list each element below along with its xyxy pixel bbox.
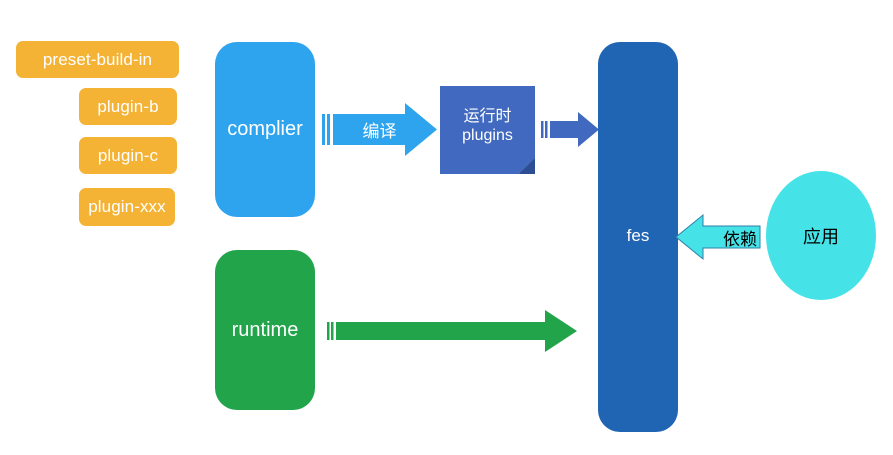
node-fes[interactable]: fes <box>598 42 678 432</box>
node-runtime-plugins-label-en: plugins <box>462 127 513 144</box>
node-runtime[interactable]: runtime <box>215 250 315 410</box>
node-app[interactable]: 应用 <box>766 171 876 300</box>
plugin-chip-plugin-c[interactable]: plugin-c <box>79 137 177 174</box>
plugin-chip-plugin-xxx[interactable]: plugin-xxx <box>79 188 175 226</box>
node-runtime-plugins-body: 运行时 plugins <box>440 86 535 174</box>
arrow-depends: 依赖 <box>675 213 761 261</box>
node-runtime-label: runtime <box>231 318 299 341</box>
plugin-chip-label: plugin-c <box>97 145 159 165</box>
node-complier[interactable]: complier <box>215 42 315 217</box>
arrow-emit <box>541 112 599 147</box>
node-runtime-plugins-label-cn: 运行时 <box>463 108 512 126</box>
plugin-chip-label: plugin-xxx <box>88 196 166 216</box>
node-complier-label: complier <box>227 118 303 140</box>
arrow-runtime-to-fes <box>327 310 577 352</box>
node-runtime-plugins[interactable]: 运行时 plugins <box>440 86 535 174</box>
plugin-chip-preset-build-in[interactable]: preset-build-in <box>16 41 179 78</box>
node-app-label: 应用 <box>803 226 839 247</box>
plugin-chip-label: preset-build-in <box>42 49 153 69</box>
node-fes-label: fes <box>626 225 650 245</box>
node-fes-label-wrap: fes <box>627 226 650 249</box>
plugin-chip-plugin-b[interactable]: plugin-b <box>79 88 177 125</box>
arrow-compile: 编译 <box>322 103 437 156</box>
node-runtime-plugins-text: 运行时 plugins <box>462 108 513 146</box>
plugin-chip-label: plugin-b <box>97 96 159 116</box>
spellcheck-squiggle-icon <box>626 245 653 249</box>
